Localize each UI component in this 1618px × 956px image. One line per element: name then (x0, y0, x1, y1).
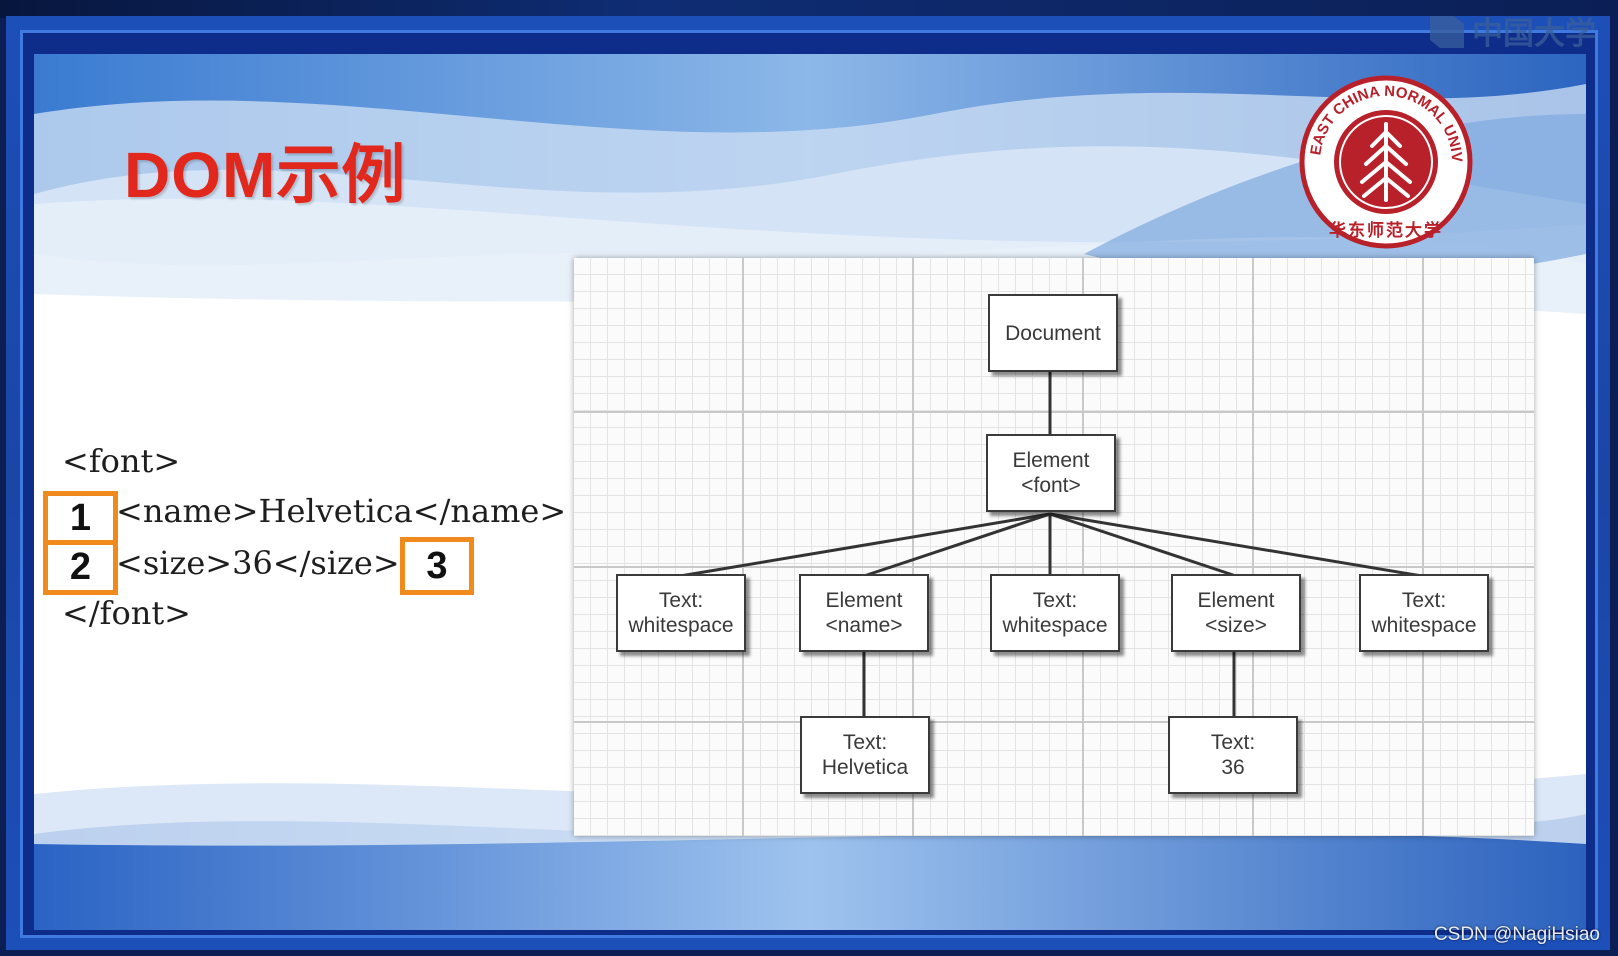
code-line-name: <name>Helvetica</name> (116, 492, 567, 530)
node-label-line1: Element (1197, 589, 1275, 612)
node-label-line1: Element (1012, 449, 1090, 472)
node-text-36: Text: 36 (1168, 716, 1298, 794)
node-element-name: Element <name> (799, 574, 929, 652)
node-element-font: Element <font> (986, 434, 1116, 512)
node-document: Document (988, 294, 1118, 372)
marker-3: 3 (400, 537, 474, 595)
node-label-line1: Text: (658, 589, 704, 612)
node-label-line2: <name> (825, 614, 903, 637)
node-label-line1: Text: (1032, 589, 1078, 612)
tree-connectors (679, 370, 1423, 720)
slide-title: DOM示例 (124, 139, 407, 211)
node-label-line2: Helvetica (821, 756, 909, 779)
university-seal-logo: EAST CHINA NORMAL UNIVERSITY 华东师范大学 (1293, 61, 1474, 250)
marker-1: 1 (43, 491, 118, 546)
dom-tree-diagram: Document Element <font> Text: whitespace… (574, 258, 1534, 836)
code-line-size: <size>36</size> (116, 544, 400, 582)
node-text-whitespace-3: Text: whitespace (1359, 574, 1489, 652)
node-label-line1: Text: (1401, 589, 1447, 612)
node-label-line2: whitespace (628, 614, 734, 637)
video-top-bar (0, 0, 1618, 18)
svg-text:中国大学: 中国大学 (1472, 16, 1596, 52)
brand-watermark: 中国大学 (1428, 10, 1618, 54)
node-document-label: Document (1005, 321, 1101, 345)
csdn-watermark: CSDN @NagiHsiao (1433, 924, 1600, 945)
code-line-font-close: </font> (62, 594, 191, 632)
node-label-line2: 36 (1221, 756, 1245, 779)
svg-text:华东师范大学: 华东师范大学 (1329, 220, 1443, 241)
node-label-line2: whitespace (1002, 614, 1108, 637)
node-label-line1: Text: (1210, 731, 1256, 754)
node-label-line2: whitespace (1371, 614, 1477, 637)
node-label-line1: Text: (842, 731, 888, 754)
node-label-line2: <font> (1021, 474, 1081, 497)
node-element-size: Element <size> (1171, 574, 1301, 652)
node-text-whitespace-1: Text: whitespace (616, 574, 746, 652)
code-line-font-open: <font> (62, 442, 181, 480)
node-text-whitespace-2: Text: whitespace (990, 574, 1120, 652)
node-text-helvetica: Text: Helvetica (800, 716, 930, 794)
marker-2: 2 (43, 540, 118, 595)
node-label-line1: Element (825, 589, 903, 612)
node-label-line2: <size> (1205, 614, 1267, 637)
slide: DOM示例 EAST CHINA NORMAL UNIVERSITY 华东师范大… (34, 54, 1586, 930)
